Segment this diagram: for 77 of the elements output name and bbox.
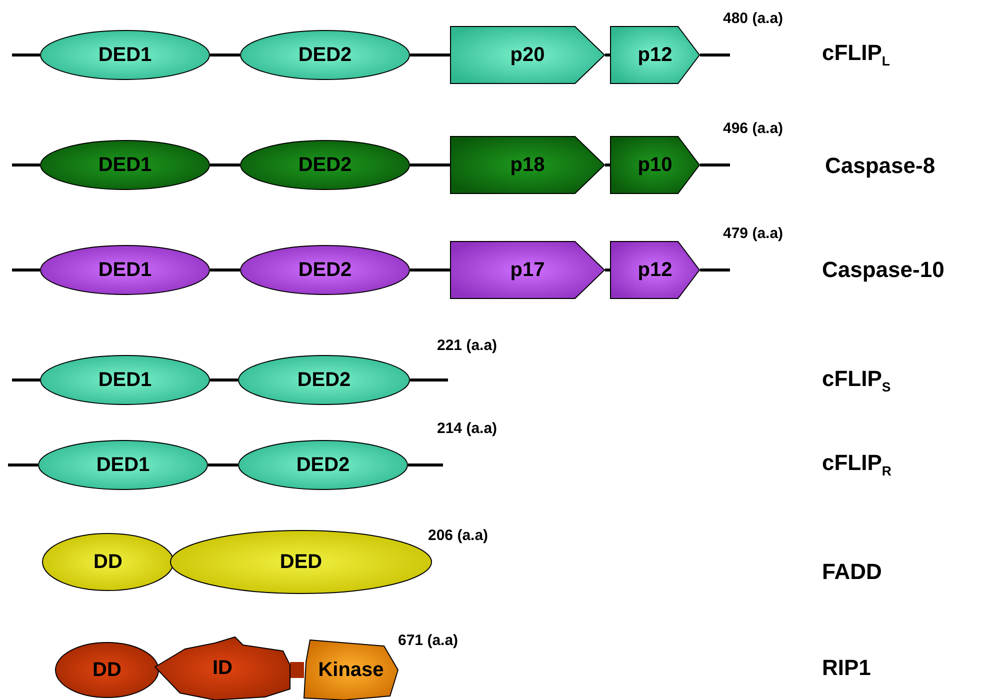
backbone-line: [12, 54, 40, 56]
backbone-line: [12, 164, 40, 166]
domain-ellipse: [40, 355, 210, 405]
domain-label: p18: [510, 154, 545, 176]
backbone-line: [410, 378, 448, 382]
domain-ellipse: [42, 533, 174, 591]
linker-line: [410, 54, 450, 56]
domain-ellipse: [55, 642, 159, 698]
length-label: 206 (a.a): [428, 527, 488, 544]
domain-label: DED2: [296, 454, 350, 476]
domain-label: DD: [94, 550, 122, 574]
domain-pentagon: [610, 241, 700, 299]
length-label: 496 (a.a): [723, 120, 784, 137]
domain-shape: [304, 640, 398, 700]
domain-ellipse: [40, 30, 210, 80]
domain-label: DED1: [98, 44, 152, 66]
domain-ellipse: [40, 140, 210, 190]
protein-name: Caspase-10: [822, 257, 944, 283]
length-label: 480 (a.a): [723, 10, 784, 27]
backbone-line: [700, 164, 730, 166]
linker-line: [290, 662, 304, 678]
domain-shape: [155, 637, 290, 700]
domain-label: p17: [510, 258, 545, 282]
domain-label: p12: [638, 44, 672, 66]
linker-line: [210, 164, 240, 166]
linker-line: [208, 464, 238, 466]
domain-label: Kinase: [318, 658, 384, 682]
domain-label: p12: [638, 258, 672, 282]
backbone-line: [408, 464, 443, 466]
domain-label: DD: [92, 658, 122, 682]
backbone-line: [700, 268, 730, 272]
domain-ellipse: [238, 440, 408, 490]
domain-pentagon: [450, 136, 605, 194]
domain-label: DED1: [96, 454, 150, 476]
length-label: 479 (a.a): [723, 225, 784, 242]
domain-label: DED2: [298, 258, 352, 282]
backbone-line: [700, 54, 730, 56]
backbone-line: [12, 378, 40, 382]
domain-pentagon: [610, 26, 700, 84]
domain-ellipse: [240, 245, 410, 295]
domain-pentagon: [610, 136, 700, 194]
domain-label: DED2: [297, 368, 351, 392]
domain-ellipse: [240, 30, 410, 80]
length-label: 671 (a.a): [398, 632, 458, 649]
linker-line: [210, 54, 240, 56]
domain-ellipse: [38, 440, 208, 490]
length-label: 214 (a.a): [437, 420, 498, 437]
domain-label: DED: [280, 550, 322, 574]
domain-label: DED2: [298, 44, 352, 66]
domain-label: p10: [638, 154, 672, 176]
length-label: 221 (a.a): [437, 337, 498, 354]
linker-line: [605, 268, 610, 272]
linker-line: [605, 54, 610, 56]
linker-line: [605, 164, 610, 166]
domain-ellipse: [238, 355, 410, 405]
domain-label: DED1: [98, 154, 152, 176]
linker-line: [410, 164, 450, 166]
backbone-line: [12, 268, 40, 272]
domain-ellipse: [40, 245, 210, 295]
domain-pentagon: [450, 241, 605, 299]
protein-name: cFLIP$_{S}$: [822, 366, 891, 394]
domain-label: ID: [212, 657, 232, 680]
linker-line: [210, 268, 240, 272]
domain-label: DED1: [98, 258, 152, 282]
linker-line: [410, 268, 450, 272]
protein-name: FADD: [822, 559, 882, 585]
protein-name: Caspase-8: [825, 153, 936, 179]
domain-ellipse: [240, 140, 410, 190]
linker-line: [210, 378, 238, 382]
domain-pentagon: [450, 26, 605, 84]
domain-label: DED1: [98, 368, 152, 392]
protein-name: cFLIP$_{L}$: [822, 40, 890, 68]
backbone-line: [8, 464, 38, 466]
domain-label: p20: [510, 44, 545, 66]
protein-name: cFLIP$_{R}$: [822, 450, 892, 478]
protein-name: RIP1: [822, 655, 871, 681]
domain-label: DED2: [298, 154, 352, 176]
